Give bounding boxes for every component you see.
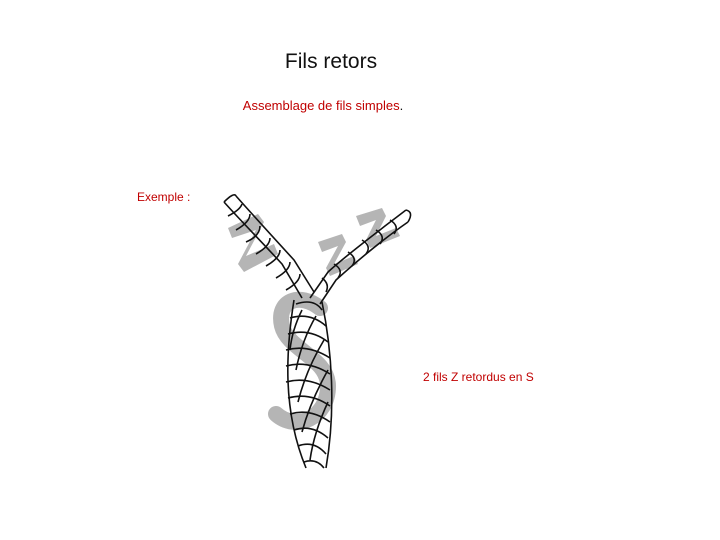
subtitle-period: . — [399, 98, 404, 113]
diagram-caption: 2 fils Z retordus en S — [423, 370, 534, 384]
twisted-yarn-illustration — [223, 194, 412, 469]
z-letter-right-strand-1 — [318, 234, 358, 276]
example-label: Exemple : — [137, 190, 191, 204]
page-subtitle: Assemblage de fils simples. — [0, 98, 646, 113]
page-title: Fils retors — [284, 50, 378, 73]
plied-yarn — [285, 299, 333, 469]
right-yarn-strand — [309, 209, 412, 305]
subtitle-text: Assemblage de fils simples — [242, 98, 400, 113]
z-letter-right-strand-2 — [356, 208, 400, 248]
left-yarn-strand — [223, 194, 315, 299]
z-letter-left-strand — [228, 214, 278, 272]
s-letter-plied-yarn — [268, 291, 337, 430]
